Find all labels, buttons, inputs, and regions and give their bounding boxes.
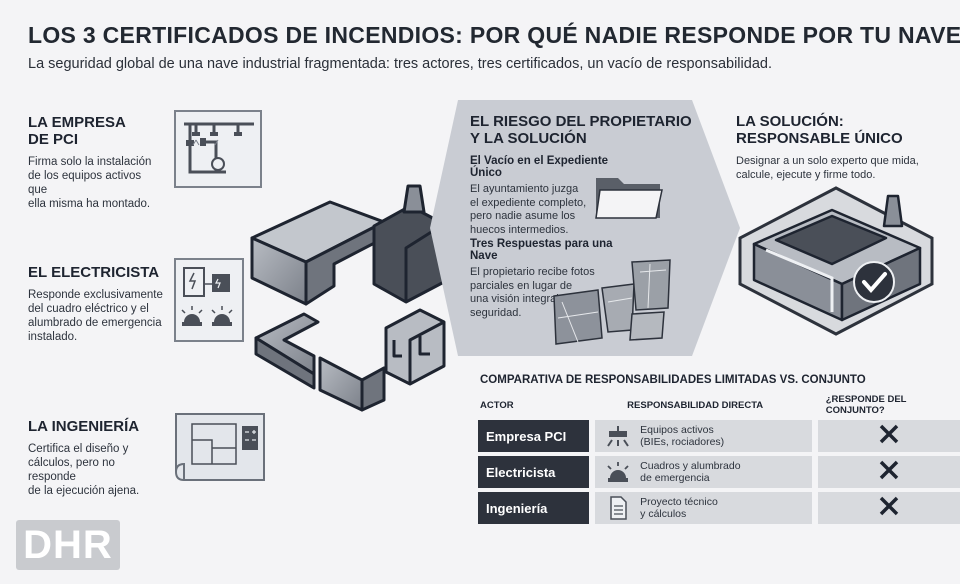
sprinkler-pipes-icon — [174, 110, 262, 188]
solution-text-line: Designar a un solo experto que mida, — [736, 155, 919, 167]
table-header-row: ACTOR RESPONSABILIDAD DIRECTA ¿RESPONDE … — [478, 394, 960, 416]
table-row: Ingeniería Proyecto técnico y cálculos — [478, 492, 960, 524]
x-icon — [879, 496, 899, 515]
actor-pci-title-line1: LA EMPRESA — [28, 114, 126, 131]
risk-block-answers-line: El propietario recibe fotos — [470, 266, 595, 278]
x-icon — [879, 460, 899, 479]
document-icon — [610, 496, 627, 520]
table-header-responsibility: RESPONSABILIDAD DIRECTA — [627, 399, 764, 411]
risk-block-answers: Tres Respuestas para una Nave El propiet… — [470, 238, 640, 320]
blueprint-icon — [172, 410, 270, 488]
solution-title-line1: LA SOLUCIÓN: — [736, 113, 844, 130]
table-header-overall: ¿RESPONDE DEL CONJUNTO? — [825, 394, 907, 416]
page-title: LOS 3 CERTIFICADOS DE INCENDIOS: POR QUÉ… — [28, 22, 960, 48]
overall-answer-cell — [817, 420, 960, 452]
electrical-panel-icon — [174, 258, 244, 342]
risk-block-gap-line: pero nadie asume los — [470, 210, 576, 222]
fragmented-building-illustration — [250, 184, 446, 412]
risk-block-gap-line: el expediente completo, — [470, 196, 587, 209]
actor-pci-desc-line: ella misma ha montado. — [28, 198, 151, 210]
risk-panel: EL RIESGO DEL PROPIETARIO Y LA SOLUCIÓN — [470, 113, 710, 147]
actor-engineering-title: LA INGENIERÍA — [28, 418, 140, 435]
responsibility-text: Proyecto técnico — [640, 496, 718, 508]
solution-title: LA SOLUCIÓN: RESPONSABLE ÚNICO — [736, 113, 946, 147]
actor-electrician-desc-line: instalado. — [28, 331, 78, 343]
table-row: Electricista Cuadros y alumbrado de emer… — [478, 456, 960, 488]
risk-block-gap-title: El Vacío en el Expediente Único — [470, 155, 609, 179]
actor-electrician-desc-line: del cuadro eléctrico y el — [28, 303, 149, 315]
responsibility-cell: Proyecto técnico y cálculos — [595, 492, 813, 524]
responsibility-cell: Equipos activos (BIEs, rociadores) — [595, 420, 813, 452]
actor-pci-desc-line: Firma solo la instalación — [28, 156, 152, 168]
actor-engineering-desc: Certifica el diseño y cálculos, pero no … — [28, 442, 163, 498]
comparison-table: ACTOR RESPONSABILIDAD DIRECTA ¿RESPONDE … — [478, 390, 960, 528]
actor-cell: Electricista — [478, 456, 590, 488]
responsibility-text: y cálculos — [640, 508, 687, 520]
actor-pci: LA EMPRESA DE PCI Firma solo la instalac… — [28, 114, 158, 211]
risk-block-gap-line: huecos intermedios. — [470, 223, 569, 236]
actor-engineering-desc-line: de la ejecución ajena. — [28, 485, 140, 497]
actor-pci-desc: Firma solo la instalación de los equipos… — [28, 155, 158, 211]
responsibility-text: de emergencia — [640, 472, 710, 484]
actor-electrician-desc-line: alumbrado de emergencia — [28, 317, 162, 329]
risk-block-answers-line: seguridad. — [470, 306, 522, 319]
risk-panel-title-line1: EL RIESGO DEL PROPIETARIO — [470, 113, 692, 130]
responsibility-text: (BIEs, rociadores) — [640, 436, 725, 448]
responsibility-text: Cuadros y alumbrado — [640, 460, 741, 472]
risk-block-gap-line: El ayuntamiento juzga — [470, 183, 579, 195]
actor-electrician-title: EL ELECTRICISTA — [28, 264, 160, 281]
actor-pci-title-line2: DE PCI — [28, 131, 79, 148]
table-row: Empresa PCI Equipos activos (BIEs, rocia… — [478, 420, 960, 452]
risk-block-answers-title: Tres Respuestas para una Nave — [470, 238, 613, 262]
alarm-light-icon — [607, 462, 629, 482]
actor-electrician-desc: Responde exclusivamente del cuadro eléct… — [28, 288, 163, 344]
actor-engineering-desc-line: cálculos, pero no responde — [28, 457, 115, 483]
solution-title-line2: RESPONSABLE ÚNICO — [736, 130, 903, 147]
actor-cell: Empresa PCI — [478, 420, 590, 452]
risk-panel-title-line2: Y LA SOLUCIÓN — [470, 130, 587, 147]
page-subtitle: La seguridad global de una nave industri… — [28, 56, 772, 72]
x-icon — [879, 424, 899, 443]
actor-pci-desc-line: de los equipos activos que — [28, 170, 142, 196]
overall-answer-cell — [817, 492, 960, 524]
responsibility-cell: Cuadros y alumbrado de emergencia — [595, 456, 813, 488]
actor-electrician-desc-line: Responde exclusivamente — [28, 289, 163, 301]
empty-folder-icon — [595, 178, 663, 219]
risk-block-gap: El Vacío en el Expediente Único El ayunt… — [470, 155, 640, 237]
solution-text-line: calcule, ejecute y firme todo. — [736, 168, 876, 181]
solution-section: LA SOLUCIÓN: RESPONSABLE ÚNICO Designar … — [736, 113, 946, 182]
responsibility-text: Equipos activos — [640, 424, 714, 436]
overall-answer-cell — [817, 456, 960, 488]
sprinkler-icon — [607, 426, 629, 447]
partial-photos-icon — [553, 259, 671, 345]
table-header-actor: ACTOR — [480, 399, 514, 411]
actor-electrician: EL ELECTRICISTA Responde exclusivamente … — [28, 264, 163, 344]
risk-block-answers-line: parciales en lugar de — [470, 279, 573, 292]
actor-engineering-desc-line: Certifica el diseño y — [28, 443, 129, 455]
risk-panel-title: EL RIESGO DEL PROPIETARIO Y LA SOLUCIÓN — [470, 113, 710, 147]
risk-block-answers-line: una visión integral de — [470, 293, 574, 305]
actor-pci-title: LA EMPRESA DE PCI — [28, 114, 158, 148]
dhr-logo: DHR — [16, 520, 120, 570]
comparison-title: COMPARATIVA DE RESPONSABILIDADES LIMITAD… — [480, 374, 866, 386]
actor-engineering: LA INGENIERÍA Certifica el diseño y cálc… — [28, 418, 163, 498]
actor-cell: Ingeniería — [478, 492, 590, 524]
unified-building-icon — [738, 186, 934, 336]
